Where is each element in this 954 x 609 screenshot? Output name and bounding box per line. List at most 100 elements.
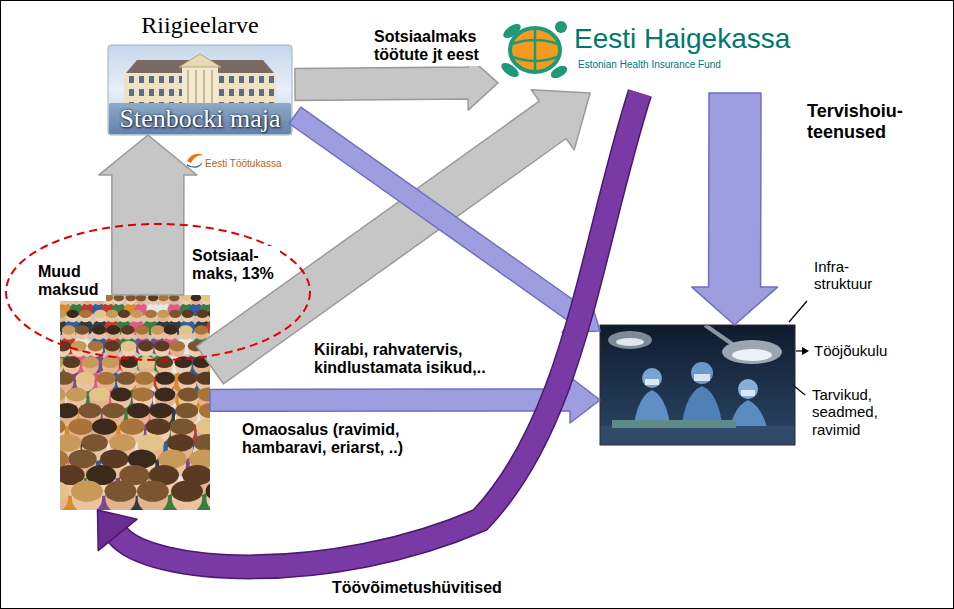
flow-arrow — [289, 107, 600, 332]
building-photo — [179, 54, 221, 67]
crowd-photo — [196, 372, 210, 385]
flow-arrow — [289, 107, 600, 332]
crowd-photo — [181, 295, 192, 301]
crowd-photo — [106, 310, 118, 318]
logo-title: Eesti Haigekassa — [574, 23, 790, 55]
building-photo — [195, 70, 197, 104]
cost-label: Tarvikud, seadmed, ravimid — [810, 386, 886, 438]
crowd-photo — [154, 341, 170, 352]
crowd-photo — [71, 341, 87, 352]
surgery-photo — [691, 362, 713, 384]
unemployment-fund-logo — [187, 154, 203, 163]
surgery-photo — [608, 331, 652, 349]
crowd-photo — [198, 387, 210, 401]
crowd-photo — [169, 310, 181, 318]
crowd-photo — [94, 311, 106, 323]
turtle-logo — [510, 28, 560, 72]
crowd-photo — [138, 356, 156, 368]
crowd-photo — [89, 387, 110, 401]
crowd-photo — [60, 387, 66, 401]
photo-caption: Stenbocki maja — [105, 104, 295, 134]
crowd-photo — [118, 310, 130, 318]
building-photo — [211, 70, 213, 104]
crowd-photo — [135, 372, 154, 385]
crowd-photo — [118, 354, 138, 374]
crowd-photo — [121, 325, 135, 334]
crowd-photo — [75, 325, 89, 334]
crowd-photo — [201, 507, 210, 510]
crowd-photo — [69, 418, 94, 435]
leader-line — [789, 301, 807, 322]
crowd-photo — [118, 311, 130, 323]
flow-label: Kiirabi, rahvatervis, kindlustamata isik… — [312, 340, 546, 379]
crowd-photo — [96, 372, 115, 385]
crowd-photo — [127, 403, 150, 418]
flow-label: Tervishoiu- teenused — [805, 100, 917, 143]
crowd-photo — [191, 295, 201, 305]
crowd-photo — [102, 403, 125, 418]
building-photo — [182, 66, 218, 105]
flow-arrow — [99, 135, 197, 295]
crowd-photo — [156, 356, 174, 368]
crowd-photo — [136, 354, 156, 374]
cost-label: Infra- struktuur — [812, 258, 888, 293]
crowd-photo — [197, 311, 209, 323]
turtle-logo — [499, 21, 569, 81]
crowd-photo — [60, 295, 210, 510]
crowd-photo — [156, 372, 175, 385]
leader-line — [796, 350, 803, 351]
surgery-photo — [616, 338, 644, 346]
crowd-photo — [138, 341, 154, 352]
crowd-photo — [60, 418, 65, 435]
crowd-photo — [106, 311, 118, 323]
crowd-photo — [60, 311, 66, 323]
leader-line — [789, 301, 807, 395]
unemployment-fund-logo — [187, 162, 203, 168]
crowd-photo — [159, 295, 169, 305]
crowd-photo — [208, 311, 210, 323]
crowd-photo — [126, 295, 136, 305]
flow-arrow — [197, 90, 590, 384]
crowd-photo — [106, 325, 120, 334]
crowd-photo — [121, 341, 137, 352]
flow-arrow — [197, 90, 590, 384]
crowd-photo — [60, 325, 61, 334]
crowd-photo — [62, 325, 76, 334]
node-heading: Riigieelarve — [105, 12, 295, 39]
crowd-photo — [209, 325, 210, 334]
care-node — [600, 325, 795, 445]
crowd-photo — [158, 295, 169, 301]
flow-arrow — [98, 510, 138, 551]
flow-arrow — [692, 93, 778, 325]
crowd-photo — [67, 311, 79, 323]
crowd-photo — [196, 310, 208, 318]
crowd-photo — [60, 481, 69, 502]
crowd-photo — [71, 481, 103, 502]
crowd-photo — [182, 311, 194, 323]
crowd-photo — [104, 341, 120, 352]
crowd-photo — [80, 311, 92, 323]
crowd-photo — [170, 418, 195, 435]
turtle-logo — [555, 21, 567, 33]
crowd-photo — [60, 434, 81, 452]
crowd-photo — [154, 387, 175, 401]
crowd-photo — [194, 325, 208, 334]
crowd-photo — [126, 295, 137, 301]
crowd-photo — [132, 387, 153, 401]
crowd-photo — [206, 481, 210, 502]
crowd-photo — [138, 434, 165, 452]
crowd-photo — [110, 387, 131, 401]
crowd-photo — [82, 356, 100, 368]
flow-arrow — [118, 93, 640, 567]
crowd-photo — [181, 295, 191, 305]
crowd-photo — [60, 310, 66, 318]
crowd-photo — [157, 311, 169, 323]
crowd-photo — [60, 372, 74, 385]
crowd-photo — [157, 310, 169, 318]
crowd-photo — [136, 295, 147, 301]
crowd-photo — [191, 295, 202, 301]
surgery-photo — [722, 340, 782, 364]
crowd-photo — [92, 418, 117, 435]
